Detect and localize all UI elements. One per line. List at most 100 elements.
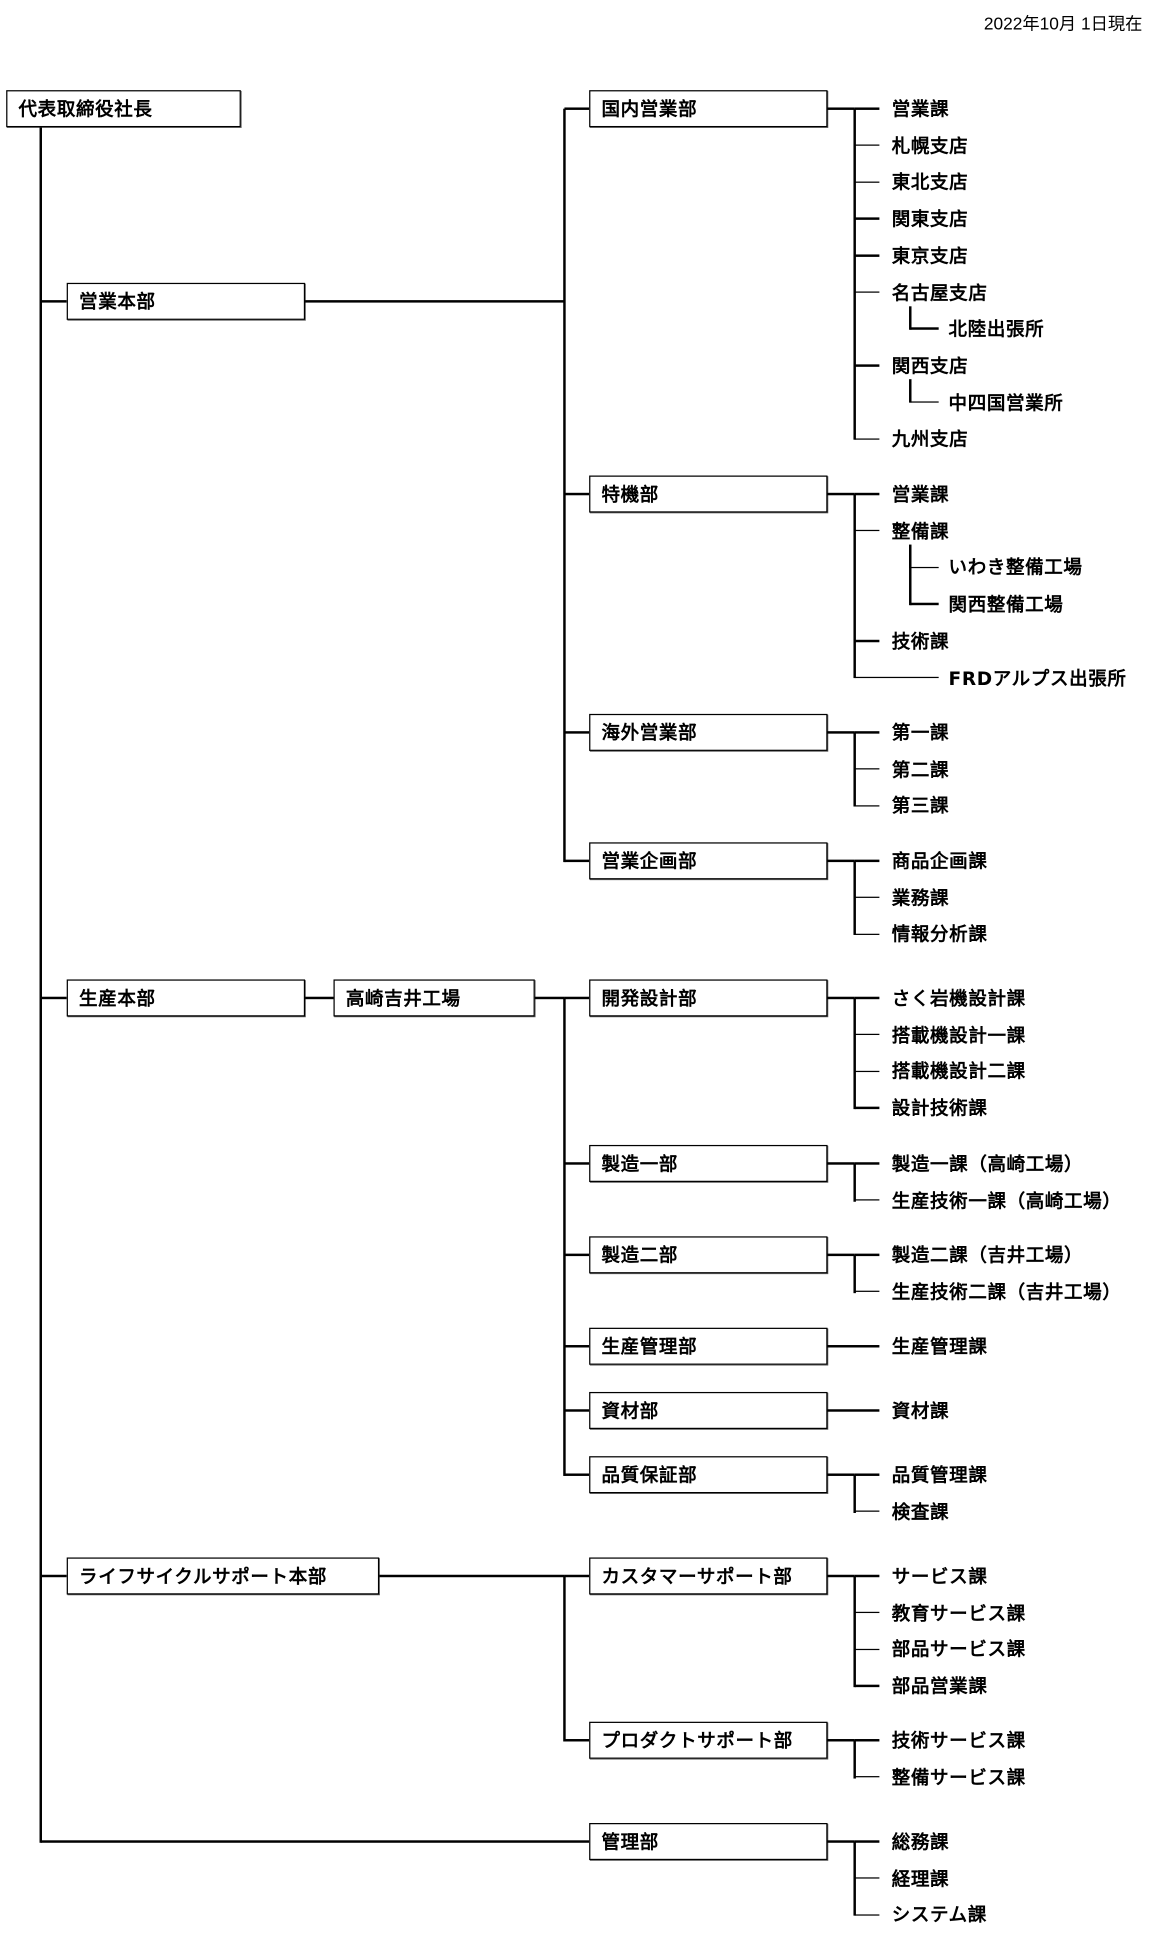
section-label: 業務課 (891, 887, 950, 910)
department-box-label: 製造二部 (601, 1244, 679, 1267)
division-connector (40, 996, 67, 999)
division-box: ライフサイクルサポート本部 (66, 1557, 380, 1595)
section-label: 東北支店 (891, 171, 969, 194)
office-tick (910, 401, 939, 404)
department-tick (564, 1473, 590, 1476)
section-tick (854, 804, 880, 807)
department-branch-line (563, 108, 566, 862)
section-tick (854, 1685, 880, 1688)
office-tick (910, 327, 939, 330)
section-label: 総務課 (891, 1831, 950, 1854)
office-label: 関西整備工場 (948, 593, 1064, 616)
section-label: 搭載機設計一課 (891, 1024, 1026, 1047)
department-tick (564, 731, 590, 734)
section-label: 東京支店 (891, 244, 969, 268)
department-box-label: 営業企画部 (601, 850, 698, 873)
section-tick (854, 1648, 880, 1651)
department-box-label: 国内営業部 (601, 98, 698, 121)
department-tick (564, 1739, 590, 1742)
section-tick (854, 1611, 880, 1614)
department-box: 海外営業部 (589, 713, 828, 751)
section-tick (854, 144, 880, 147)
section-label: 製造一課（高崎工場） (891, 1152, 1084, 1176)
section-tick (854, 364, 880, 367)
section-label: システム課 (891, 1904, 987, 1927)
section-tick (854, 896, 880, 899)
section-branch-line (853, 732, 856, 807)
section-tick (854, 1913, 880, 1916)
department-tick (564, 493, 590, 496)
department-box: 生産管理部 (589, 1327, 828, 1365)
division-box-label: 生産本部 (79, 987, 156, 1010)
office-branch-line (909, 544, 912, 606)
section-label: 情報分析課 (891, 923, 988, 946)
section-connector (827, 996, 855, 999)
department-tick (564, 859, 590, 862)
department-box: 製造一部 (589, 1144, 828, 1182)
section-connector (827, 1162, 855, 1165)
section-tick (854, 1162, 880, 1165)
department-box: カスタマーサポート部 (589, 1557, 828, 1595)
department-tick (564, 1409, 590, 1412)
as-of-date: 2022年10月 1日現在 (983, 13, 1143, 34)
section-tick (854, 1775, 880, 1778)
section-tick (854, 254, 880, 257)
president-box-label: 代表取締役社長 (18, 98, 153, 121)
division-box-label: 営業本部 (79, 290, 156, 314)
department-box: 資材部 (589, 1391, 828, 1430)
department-box: 国内営業部 (589, 90, 828, 128)
section-label: 設計技術課 (891, 1097, 988, 1120)
section-tick (854, 768, 880, 771)
office-tick (854, 676, 939, 679)
division-box-label: ライフサイクルサポート本部 (79, 1565, 328, 1588)
section-label: 九州支店 (891, 428, 969, 451)
division-to-department-line (534, 996, 565, 999)
plant-box-label: 高崎吉井工場 (345, 987, 461, 1010)
section-label: 教育サービス課 (891, 1602, 1026, 1625)
department-box-label: 管理部 (601, 1831, 659, 1854)
section-label: 札幌支店 (891, 134, 969, 158)
trunk-line (39, 127, 42, 1843)
section-tick (854, 996, 880, 999)
section-tick (854, 933, 880, 936)
section-connector (827, 1574, 855, 1577)
president-box: 代表取締役社長 (6, 90, 241, 128)
section-branch-line (853, 997, 856, 1109)
office-label: FRDアルプス出張所 (948, 666, 1127, 690)
section-tick (854, 1510, 880, 1513)
department-tick (564, 1345, 590, 1348)
section-tick (854, 493, 880, 496)
office-label: 中四国営業所 (948, 391, 1064, 414)
section-label: 名古屋支店 (891, 281, 988, 304)
section-tick (854, 731, 880, 734)
department-box: プロダクトサポート部 (589, 1721, 828, 1759)
section-tick (854, 1253, 880, 1256)
section-label: 生産管理課 (891, 1335, 988, 1358)
office-branch-line (909, 379, 912, 404)
section-label: 製造二課（吉井工場） (891, 1244, 1084, 1267)
section-connector (827, 731, 855, 734)
section-tick (854, 1290, 880, 1293)
section-connector (827, 1409, 880, 1412)
section-tick (854, 107, 880, 110)
section-label: 検査課 (891, 1500, 950, 1524)
division-to-department-line (305, 300, 565, 303)
section-tick (854, 181, 880, 184)
section-tick (854, 1739, 880, 1742)
department-box: 管理部 (589, 1823, 828, 1861)
department-tick (564, 996, 590, 999)
department-tick (564, 1253, 590, 1256)
division-box: 営業本部 (66, 282, 306, 320)
section-tick (854, 859, 880, 862)
section-connector (827, 1739, 855, 1742)
section-tick (854, 1107, 880, 1109)
section-branch-line (853, 108, 856, 440)
section-label: 関西支店 (891, 354, 969, 378)
section-label: 第一課 (891, 721, 950, 745)
office-label: 北陸出張所 (948, 318, 1045, 341)
section-tick (854, 217, 880, 220)
section-connector (827, 493, 855, 496)
section-branch-line (853, 1740, 856, 1778)
section-label: 整備サービス課 (891, 1766, 1026, 1789)
